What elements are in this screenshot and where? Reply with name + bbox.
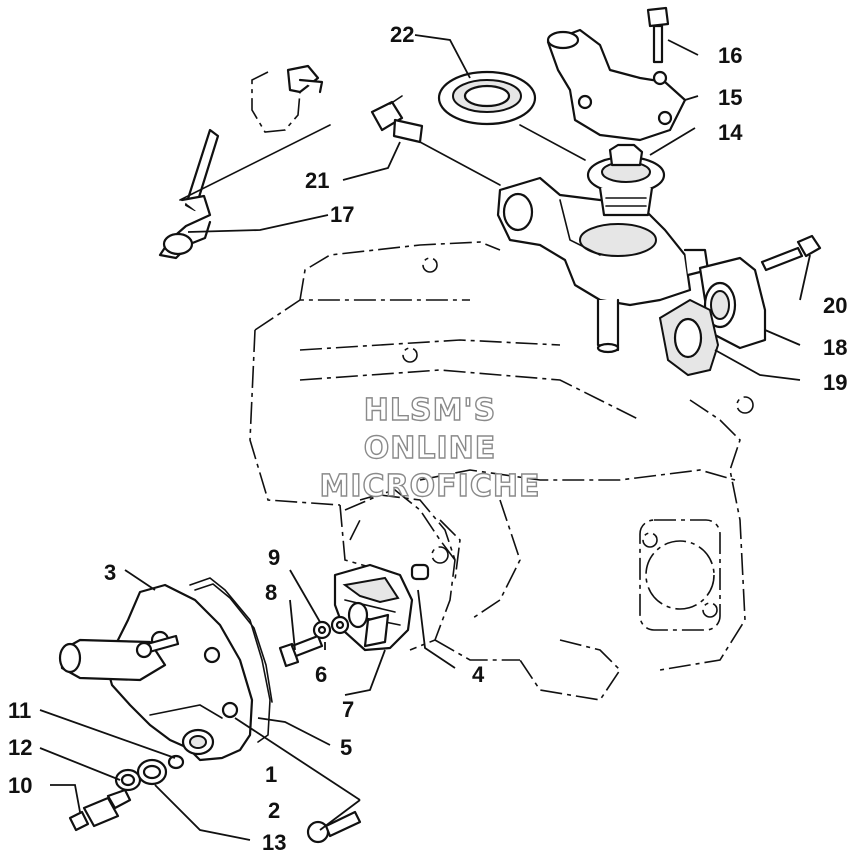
engine-block-outline xyxy=(249,241,754,701)
washer-11 xyxy=(167,754,185,770)
temperature-sensor xyxy=(370,95,424,144)
callout-4: 4 xyxy=(472,662,485,687)
watermark-line-1: HLSM'S xyxy=(364,393,496,428)
callout-3: 3 xyxy=(104,560,116,585)
washer-12 xyxy=(114,768,142,792)
dowel-pin xyxy=(410,563,430,581)
long-bolt xyxy=(760,234,822,272)
callout-13: 13 xyxy=(262,830,286,855)
washer-6 xyxy=(330,615,350,635)
cable-tie xyxy=(158,128,220,260)
callout-15: 15 xyxy=(718,85,742,110)
callout-21: 21 xyxy=(305,168,329,193)
callout-2: 2 xyxy=(268,798,280,823)
callout-7: 7 xyxy=(342,697,354,722)
housing-bolt xyxy=(306,810,362,844)
thermostat xyxy=(586,143,666,217)
pump-cover xyxy=(58,583,254,762)
watermark-line-3: MICROFICHE xyxy=(320,469,541,504)
callout-16: 16 xyxy=(718,43,742,68)
callout-11: 11 xyxy=(8,698,31,723)
callout-10: 10 xyxy=(8,773,32,798)
impeller xyxy=(333,563,414,652)
callout-6: 6 xyxy=(315,662,327,687)
outlet-gasket xyxy=(658,298,720,377)
callout-labels: 1 2 3 4 5 6 7 8 9 10 11 12 13 14 15 16 1… xyxy=(8,22,847,855)
washer-9 xyxy=(312,620,332,640)
pump-mount-outline xyxy=(344,494,456,651)
callout-14: 14 xyxy=(718,120,743,145)
callout-18: 18 xyxy=(823,335,847,360)
callout-1: 1 xyxy=(265,762,277,787)
pump-gasket xyxy=(189,577,273,743)
callout-19: 19 xyxy=(823,370,847,395)
callout-22: 22 xyxy=(390,22,414,47)
sensor-wire xyxy=(251,64,324,133)
cover-screw xyxy=(135,634,180,659)
cover-bolt xyxy=(646,6,670,64)
callout-5: 5 xyxy=(340,735,352,760)
washer-13 xyxy=(136,758,168,786)
callout-9: 9 xyxy=(268,545,280,570)
drain-fitting xyxy=(68,788,132,832)
leader-lines xyxy=(39,34,811,841)
callout-8: 8 xyxy=(265,580,277,605)
watermark-line-2: ONLINE xyxy=(364,431,497,466)
thermostat-cover xyxy=(546,28,687,142)
impeller-bolt xyxy=(278,634,324,668)
seal-ring xyxy=(437,70,537,126)
callout-17: 17 xyxy=(330,202,354,227)
watermark: HLSM'S ONLINE MICROFICHE xyxy=(319,392,541,504)
callout-12: 12 xyxy=(8,735,32,760)
callout-20: 20 xyxy=(823,293,847,318)
